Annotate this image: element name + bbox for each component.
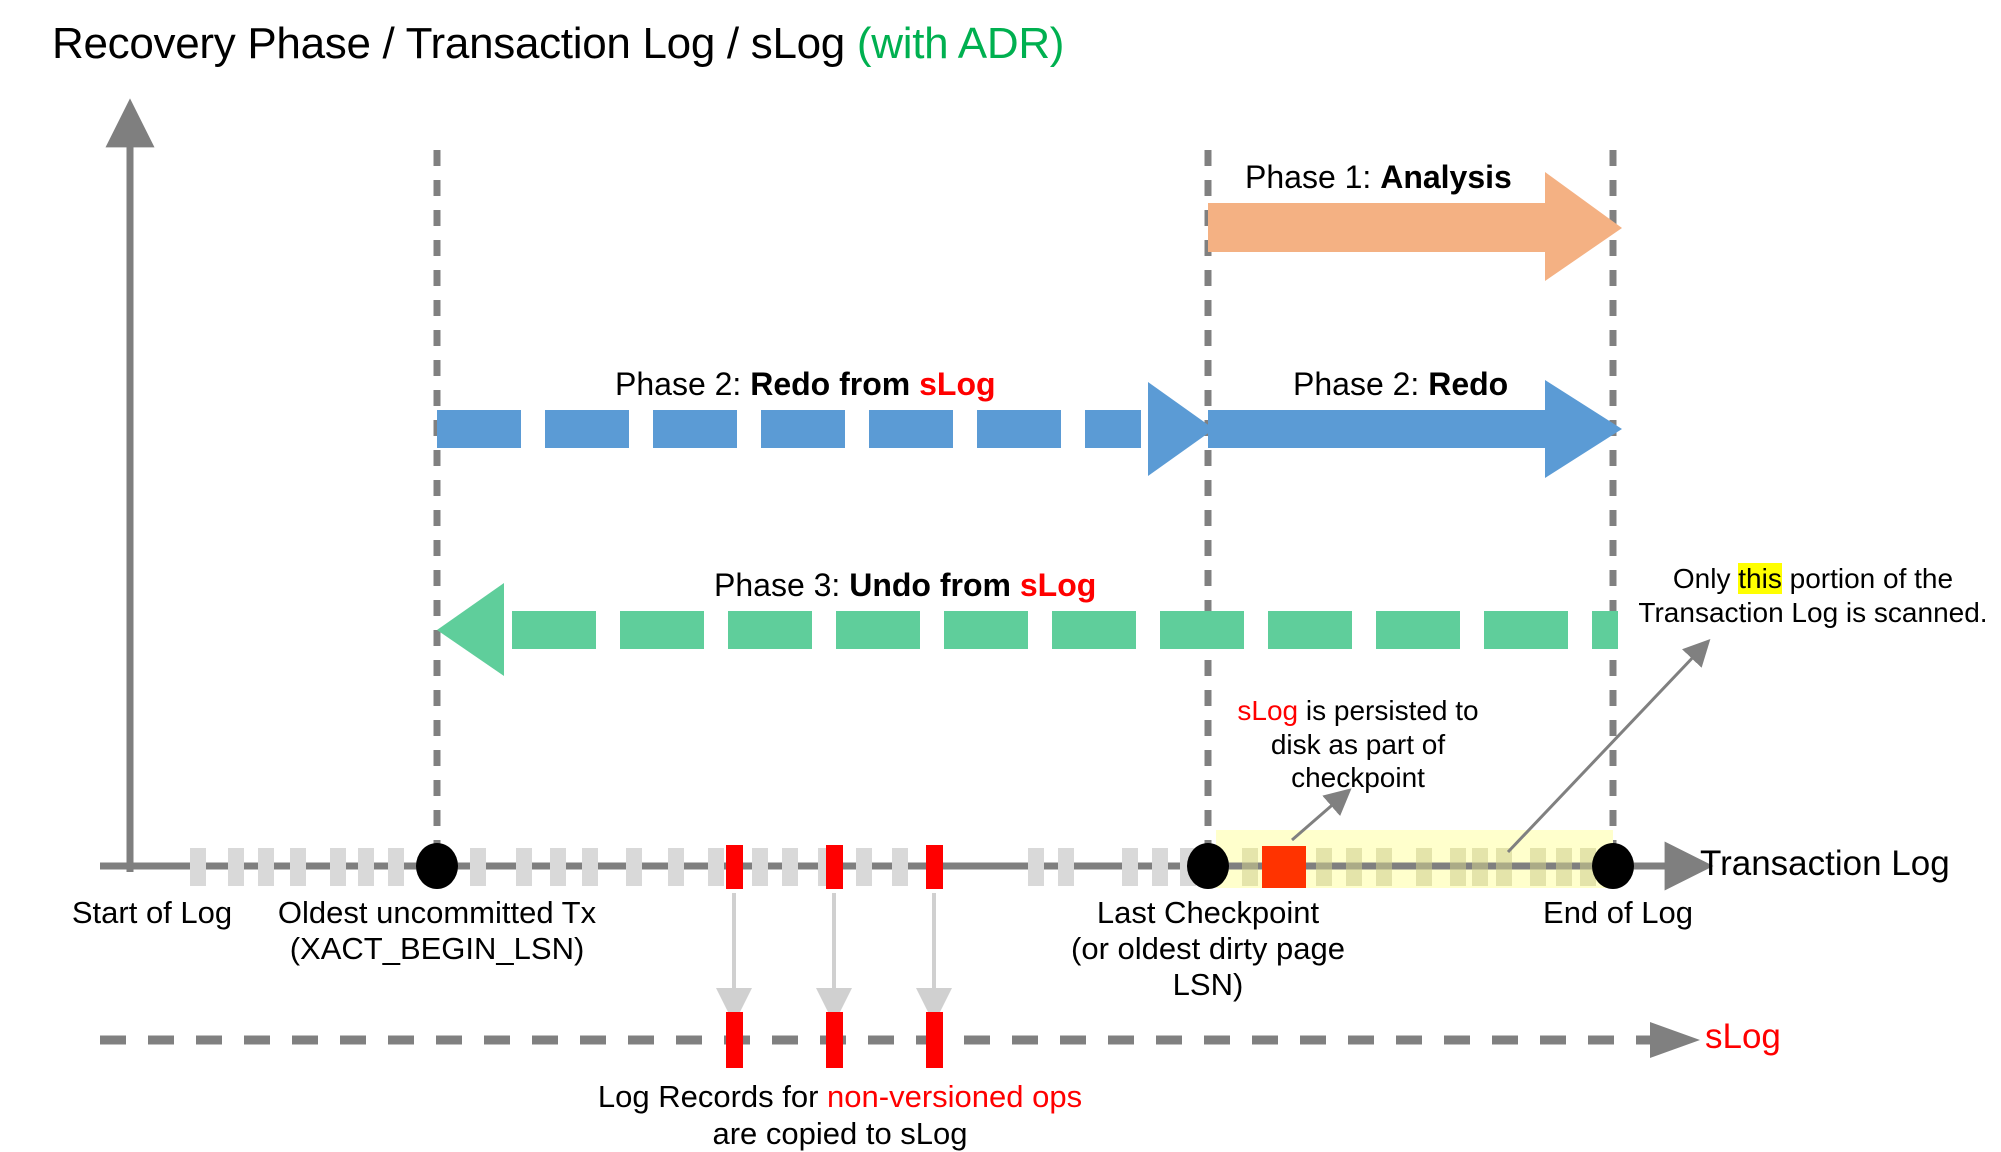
copy-note: Log Records for non-versioned ops are co… [530, 1078, 1150, 1152]
oldest-tx-sub: (XACT_BEGIN_LSN) [289, 930, 585, 966]
marker-label-last-checkpoint: Last Checkpoint (or oldest dirty page LS… [1068, 895, 1348, 1002]
phase2-redo-arrow [1208, 380, 1622, 478]
scan-note-leader [1506, 638, 1711, 854]
page-title-adr: (with ADR) [856, 19, 1065, 68]
copy-note-line-2: are copied to sLog [712, 1116, 968, 1152]
checkpoint-note-line-1: sLog is persisted to [1228, 694, 1488, 728]
scan-note-line-1: Only this portion of the [1672, 563, 1954, 594]
phase2-slog-name: Redo from [750, 366, 920, 402]
phase3-undo-from-slog-label: Phase 3: Undo from sLog [714, 567, 1097, 603]
marker-label-start-of-log: Start of Log [42, 895, 262, 931]
checkpoint-slog-record [1262, 846, 1306, 888]
phase3-name: Undo from [849, 567, 1020, 603]
checkpoint-note-line-3: checkpoint [1291, 762, 1425, 794]
scan-note-highlight: this [1738, 563, 1782, 594]
checkpoint-note-leader [1291, 788, 1352, 842]
page-title-main: Recovery Phase / Transaction Log / sLog [52, 19, 857, 68]
checkpoint-note-accent: sLog [1237, 695, 1299, 726]
slog-axis [100, 1022, 1700, 1058]
copy-note-accent: non-versioned ops [827, 1079, 1083, 1114]
nonversioned-log-records [726, 845, 943, 889]
end-of-log-text: End of Log [1543, 895, 1693, 930]
start-of-log-text: Start of Log [71, 895, 233, 930]
slog-copy-connectors [716, 893, 952, 1024]
phase1-prefix: Phase 1: [1245, 159, 1381, 195]
last-checkpoint-text: Last Checkpoint [1096, 895, 1320, 930]
marker-label-oldest-uncommitted-tx: Oldest uncommitted Tx (XACT_BEGIN_LSN) [262, 895, 612, 967]
timeline-point-dots [416, 843, 1634, 889]
slog-axis-label: sLog [1705, 1017, 1781, 1056]
phase3-slog-accent: sLog [1019, 567, 1097, 603]
checkpoint-note-rest-1: is persisted to [1298, 695, 1479, 726]
scan-portion-note: Only this portion of the Transaction Log… [1638, 562, 1988, 629]
phase2-prefix: Phase 2: [1293, 366, 1429, 402]
copy-note-line-1: Log Records for non-versioned ops [597, 1079, 1083, 1114]
oldest-tx-text: Oldest uncommitted Tx [277, 895, 597, 930]
last-checkpoint-sub: (or oldest dirty page LSN) [1071, 930, 1345, 1002]
page-title: Recovery Phase / Transaction Log / sLog … [52, 19, 1065, 68]
log-record-blocks [190, 848, 1196, 886]
phase2-redo-from-slog-arrow [437, 382, 1214, 476]
phase1-analysis-arrow [1208, 172, 1622, 281]
log-record-blocks-scanned [1242, 848, 1596, 886]
phase1-name: Analysis [1380, 159, 1512, 195]
scan-note-line-2: Transaction Log is scanned. [1638, 596, 1988, 628]
phase2-slog-accent: sLog [919, 366, 996, 402]
phase2-slog-prefix: Phase 2: [615, 366, 751, 402]
phase2-redo-label: Phase 2: Redo [1293, 366, 1509, 402]
checkpoint-note-line-2: disk as part of [1270, 728, 1446, 760]
marker-label-end-of-log: End of Log [1508, 895, 1728, 931]
checkpoint-note: sLog is persisted to disk as part of che… [1228, 694, 1488, 795]
transaction-log-axis-label: Transaction Log [1700, 844, 1950, 883]
phase3-prefix: Phase 3: [714, 567, 850, 603]
slog-records [726, 1012, 943, 1068]
phase2-redo-from-slog-label: Phase 2: Redo from sLog [615, 366, 996, 402]
phase2-name: Redo [1428, 366, 1509, 402]
phase1-analysis-label: Phase 1: Analysis [1245, 159, 1512, 195]
phase3-undo-from-slog-arrow [437, 583, 1618, 676]
